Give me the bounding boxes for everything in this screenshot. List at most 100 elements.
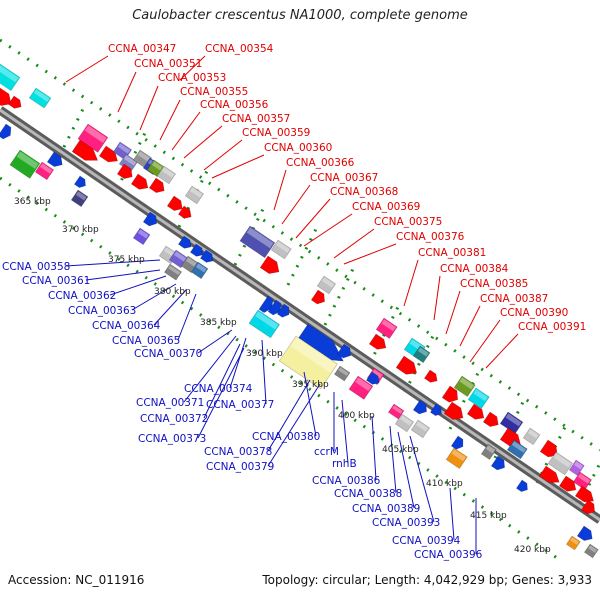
gene-arrow <box>412 399 427 415</box>
leader-line <box>433 275 441 321</box>
kbp-label: 390 kbp <box>246 349 283 359</box>
leader-line <box>341 399 349 464</box>
label-leader-lines <box>65 55 519 554</box>
gene-label-top: CCNA_00354 <box>205 43 274 55</box>
gene-box <box>156 165 177 185</box>
leader-line <box>261 339 267 405</box>
gene-label-bottom: CCNA_00380 <box>252 431 320 443</box>
gene-box <box>239 225 276 259</box>
gene-label-top: CCNA_00356 <box>200 99 269 111</box>
leader-line <box>449 487 455 541</box>
gene-label-bottom: CCNA_00361 <box>22 275 90 287</box>
gene-box <box>453 375 476 397</box>
gene-arrow <box>276 303 290 318</box>
leader-line <box>389 425 397 494</box>
gene-box <box>572 471 593 491</box>
gene-arrow <box>580 499 595 515</box>
gene-arrow <box>490 455 505 471</box>
leader-line <box>159 99 181 141</box>
gene-box <box>132 227 151 246</box>
leader-line <box>409 435 435 523</box>
kbp-label: 395 kbp <box>292 380 329 390</box>
gene-label-top: CCNA_00369 <box>352 201 420 213</box>
leader-line <box>117 71 137 113</box>
gene-label-top: CCNA_00360 <box>264 142 332 154</box>
gene-box <box>163 263 183 281</box>
gene-label-bottom: CCNA_00363 <box>68 305 136 317</box>
leader-line <box>109 275 167 296</box>
gene-label-bottom: CCNA_00364 <box>92 320 161 332</box>
gene-arrow <box>177 235 192 249</box>
gene-label-bottom: CCNA_00393 <box>372 517 440 529</box>
leader-line <box>303 213 353 247</box>
leader-line <box>267 383 321 467</box>
gene-label-bottom: CCNA_00378 <box>204 446 272 458</box>
gene-arrow <box>116 163 133 179</box>
kbp-label: 420 kbp <box>514 545 551 555</box>
tick-mark <box>233 204 267 266</box>
gene-arrow <box>538 465 560 483</box>
gene-label-bottom: CCNA_00388 <box>334 488 402 500</box>
leader-line <box>485 333 519 369</box>
leader-line <box>371 415 377 481</box>
gene-arrow <box>466 403 485 420</box>
leader-line <box>397 431 415 509</box>
gene-box <box>467 387 490 409</box>
genome-backbone <box>0 106 600 524</box>
gene-label-top: CCNA_00366 <box>286 157 355 169</box>
tick-mark <box>286 224 320 286</box>
leader-line <box>229 337 247 389</box>
gene-label-bottom: CCNA_00373 <box>138 433 206 445</box>
gene-arrow <box>258 295 274 313</box>
leader-line <box>65 55 109 83</box>
gene-box <box>565 535 581 551</box>
gene-label-top: CCNA_00368 <box>330 186 398 198</box>
gene-label-top: CCNA_00387 <box>480 293 548 305</box>
gene-label-bottom: CCNA_00370 <box>134 348 202 360</box>
gene-label-top: CCNA_00375 <box>374 216 442 228</box>
gene-box <box>316 275 337 295</box>
gene-label-bottom: rnhB <box>332 458 357 470</box>
gene-arrow <box>189 243 204 257</box>
gene-box <box>412 345 431 364</box>
gene-arrow <box>482 411 499 427</box>
outer-dotted-track <box>0 38 600 452</box>
gene-arrow <box>166 195 183 211</box>
map-title: Caulobacter crescentus NA1000, complete … <box>132 8 468 23</box>
gene-arrow <box>368 333 387 350</box>
kbp-label: 400 kbp <box>338 411 375 421</box>
kbp-label: 410 kbp <box>426 479 463 489</box>
gene-box <box>410 419 431 439</box>
gene-box <box>34 161 55 181</box>
gene-box <box>28 87 52 109</box>
gene-label-top: CCNA_00384 <box>440 263 509 275</box>
gene-label-bottom: CCNA_00372 <box>140 413 208 425</box>
gene-label-bottom: ccrM <box>314 446 339 458</box>
gene-labels: CCNA_00347CCNA_00351CCNA_00353CCNA_00355… <box>2 43 586 561</box>
gene-box <box>387 403 405 420</box>
gene-label-bottom: CCNA_00377 <box>206 399 274 411</box>
gene-arrow <box>130 173 149 190</box>
leader-line <box>333 228 375 259</box>
leader-line <box>65 259 161 267</box>
gene-arrow <box>395 355 418 375</box>
leader-line <box>469 319 501 363</box>
gene-arrow <box>336 343 351 359</box>
gene-label-top: CCNA_00355 <box>180 86 248 98</box>
kbp-label: 415 kbp <box>470 511 507 521</box>
gene-arrow <box>98 145 118 163</box>
gene-box <box>278 335 338 390</box>
gene-label-top: CCNA_00367 <box>310 172 378 184</box>
leader-line <box>139 85 159 131</box>
tick-mark <box>323 264 357 326</box>
gene-label-top: CCNA_00385 <box>460 278 528 290</box>
gene-label-bottom: CCNA_00386 <box>312 475 381 487</box>
gene-label-top: CCNA_00381 <box>418 247 486 259</box>
gene-box <box>190 261 209 280</box>
gene-arrow <box>450 435 464 450</box>
gene-arrow <box>259 255 280 274</box>
gene-arrow <box>199 249 214 263</box>
gene-box <box>184 185 205 205</box>
